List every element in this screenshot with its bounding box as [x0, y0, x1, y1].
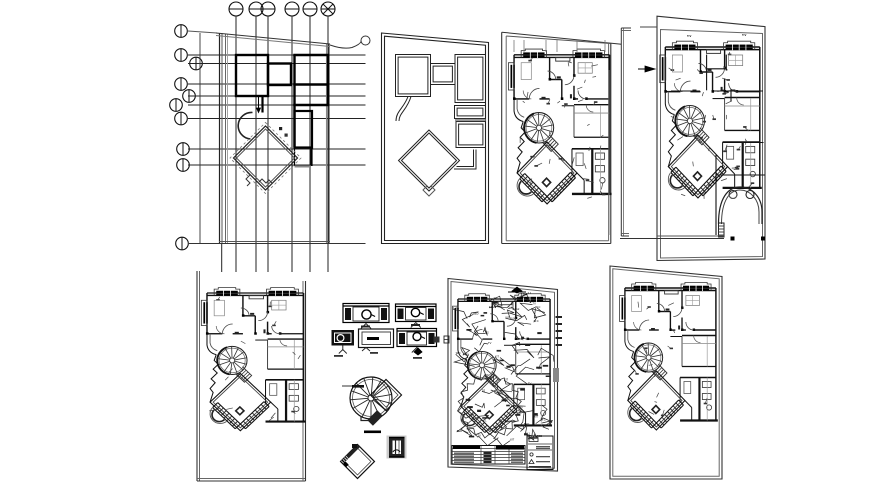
svg-text:TV: TV — [488, 341, 492, 345]
svg-text:2.1: 2.1 — [508, 306, 512, 310]
svg-text:KIT: KIT — [489, 305, 493, 309]
svg-text:TV: TV — [478, 434, 482, 438]
svg-text:3.0x2: 3.0x2 — [497, 389, 504, 393]
svg-text:BED: BED — [473, 311, 478, 315]
svg-text:T.V: T.V — [687, 34, 691, 38]
svg-text:3.0x2: 3.0x2 — [521, 292, 528, 296]
svg-text:KIT: KIT — [506, 315, 510, 319]
svg-text:W.C: W.C — [534, 319, 539, 323]
svg-text:1.2m: 1.2m — [453, 306, 459, 310]
svg-text:3.0x2: 3.0x2 — [510, 316, 517, 320]
svg-text:1.2m: 1.2m — [463, 352, 469, 356]
svg-text:D2: D2 — [482, 388, 486, 392]
svg-text:2.1: 2.1 — [475, 332, 479, 336]
svg-text:KIT: KIT — [510, 438, 514, 442]
svg-text:2.1: 2.1 — [528, 291, 532, 295]
svg-text:BED: BED — [524, 422, 529, 426]
svg-text:W.C: W.C — [541, 418, 546, 422]
svg-text:3.0x2: 3.0x2 — [513, 307, 520, 311]
svg-text:2.1: 2.1 — [483, 418, 487, 422]
svg-text:D2: D2 — [485, 331, 489, 335]
svg-text:TV: TV — [528, 382, 532, 386]
svg-text:KIT: KIT — [534, 414, 538, 418]
svg-text:KIT: KIT — [504, 378, 508, 382]
svg-text:KIT: KIT — [485, 373, 489, 377]
svg-text:3.0x2: 3.0x2 — [505, 419, 512, 423]
svg-text:KIT: KIT — [495, 354, 499, 358]
svg-text:TV: TV — [533, 302, 537, 306]
svg-text:W.C: W.C — [536, 305, 541, 309]
svg-text:1.2m: 1.2m — [517, 405, 523, 409]
svg-text:BED: BED — [457, 429, 462, 433]
svg-text:2.1: 2.1 — [526, 432, 530, 436]
svg-text:T.V: T.V — [742, 33, 746, 37]
svg-text:W.C: W.C — [456, 351, 461, 355]
